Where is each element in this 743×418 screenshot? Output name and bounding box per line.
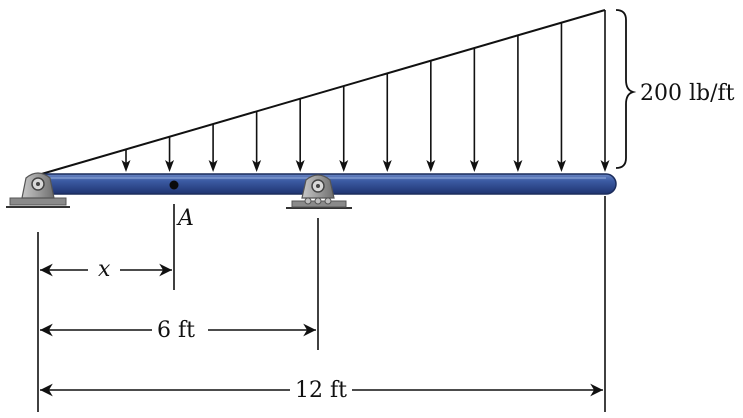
load-arrow-head: [339, 160, 349, 172]
load-arrow-head: [121, 160, 131, 172]
load-arrow-head: [165, 160, 175, 172]
point-a-marker: [169, 180, 179, 190]
point-a-label: A: [176, 206, 194, 231]
dimension-x-label: x: [98, 257, 111, 282]
load-arrow-head: [469, 160, 479, 172]
dimension-6ft-label: 6 ft: [157, 318, 195, 343]
load-arrow-head: [426, 160, 436, 172]
load-arrow-head: [295, 160, 305, 172]
load-arrow-head: [252, 160, 262, 172]
load-brace: [615, 9, 637, 169]
left-pin-support: [6, 172, 70, 208]
load-arrow-head: [382, 160, 392, 172]
load-intensity-label: 200 lb/ft: [640, 81, 735, 106]
load-arrows: [121, 10, 610, 172]
load-line: [37, 9, 606, 176]
load-arrow-head: [208, 160, 218, 172]
distributed-load: [37, 9, 610, 176]
load-arrow-head: [600, 160, 610, 172]
roller-support: [286, 174, 352, 209]
extension-lines: [37, 196, 606, 412]
dimension-12ft-label: 12 ft: [295, 378, 347, 403]
load-arrow-head: [513, 160, 523, 172]
load-arrow-head: [556, 160, 566, 172]
